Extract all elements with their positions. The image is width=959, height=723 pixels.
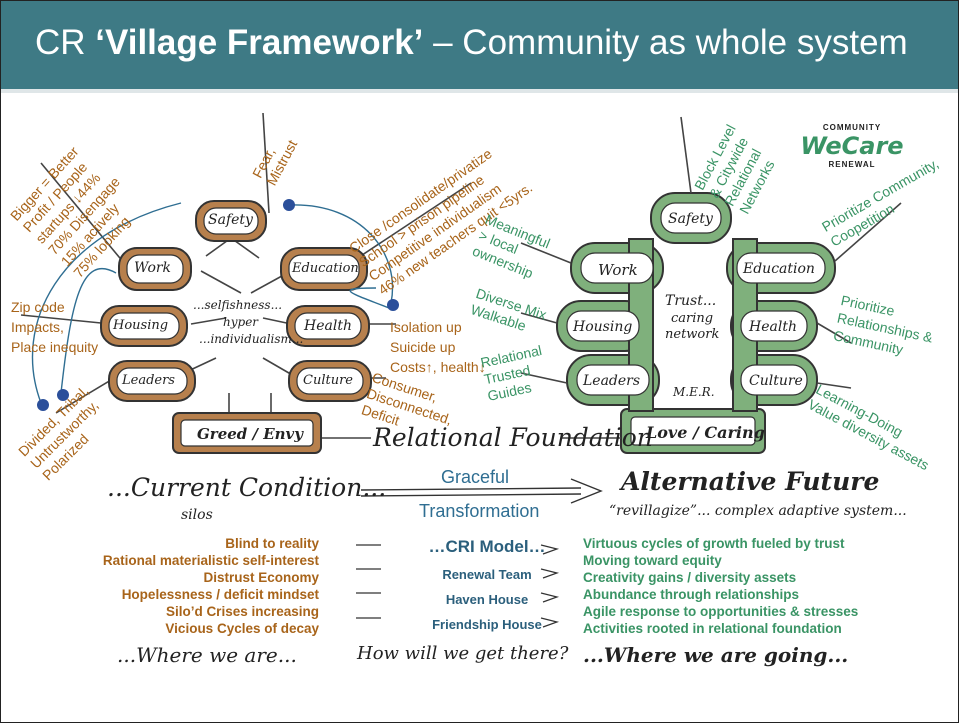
left-node-work: Work [134,260,172,276]
cri-item: Haven House [445,592,529,607]
title-bar: CR ‘Village Framework’ – Community as wh… [1,1,958,93]
left-node-health: Health [304,318,352,334]
blue-dots [37,199,399,411]
cri-heading: …CRI Model… [428,537,546,556]
silos-label: silos [181,507,213,523]
right-center-line1: Trust... [665,293,717,309]
list-item: Distrust Economy [203,570,319,585]
list-item: Creativity gains / diversity assets [583,570,797,585]
graceful-label: Graceful [441,467,510,487]
where-going: ...Where we are going... [583,643,849,667]
list-item: Hopelessness / deficit mindset [121,587,319,602]
transformation-arrow [360,478,603,504]
revillagize-label: “revillagize”... complex adaptive system… [609,503,907,519]
left-node-culture: Culture [303,373,353,388]
left-node-education: Education [292,261,359,276]
right-center-line2: caring [671,311,714,326]
left-node-safety: Safety [208,212,253,228]
list-item: Rational materialistic self-interest [102,553,319,568]
title-prefix: CR [35,23,96,62]
logo-top-text: COMMUNITY [822,123,882,132]
alternative-future: Alternative Future [621,467,880,496]
wecare-logo: COMMUNITY WeCare RENEWAL [777,123,927,169]
current-condition: ...Current Condition... [107,473,387,502]
left-box-inners [108,207,364,447]
how-get-there: How will we get there? [357,643,569,664]
list-item: Moving toward equity [583,553,722,568]
right-node-education: Education [743,261,815,277]
title-rest: – Community as whole system [423,23,908,62]
right-node-safety: Safety [668,211,713,227]
right-node-culture: Culture [749,373,803,389]
list-item: Agile response to opportunities & stress… [583,604,859,619]
village-diagram: Safety Work Education Housing Health Lea… [1,93,958,722]
right-box-inners [566,202,826,446]
title-bold: ‘Village Framework’ [95,23,424,62]
cri-model: …CRI Model… Renewal Team Haven House Fri… [387,537,587,632]
logo-bottom-text: RENEWAL [828,160,876,169]
right-node-housing: Housing [573,319,633,335]
left-center-line1: ...selfishness... [193,298,283,312]
list-item: Vicious Cycles of decay [165,621,319,636]
logo-main-text: WeCare [800,132,904,160]
list-item: Silo’d Crises increasing [165,604,319,619]
transformation-label: Transformation [419,501,540,521]
left-node-housing: Housing [113,318,169,333]
list-item: Abundance through relationships [583,587,800,602]
current-condition-list: Blind to reality Rational materialistic … [103,535,319,637]
cri-item: Renewal Team [442,567,532,582]
list-item: Virtuous cycles of growth fueled by trus… [583,536,845,551]
cri-arrows [356,544,560,628]
slide-title: CR ‘Village Framework’ – Community as wh… [35,23,908,63]
left-center-line3: ...individualism... [199,332,304,346]
left-node-leaders: Leaders [122,373,175,388]
left-node-foundation: Greed / Envy [197,425,303,443]
list-item: Blind to reality [225,536,319,551]
right-center-line4: M.E.R. [673,385,715,399]
right-node-leaders: Leaders [583,373,641,389]
where-we-are: ...Where we are... [117,643,297,667]
right-node-health: Health [749,319,797,335]
relational-foundation: Relational Foundation [373,423,653,452]
blue-arrows [31,202,394,404]
list-item: Activities rooted in relational foundati… [583,621,842,636]
cri-item: Friendship House [432,617,542,632]
right-node-work: Work [598,261,638,279]
diagram-graphics [20,112,902,628]
right-center-line3: network [665,327,720,342]
left-center-line2: hyper [223,315,259,329]
right-connectors [520,116,902,439]
right-node-foundation: Love / Caring [646,423,765,442]
alternative-future-list: Virtuous cycles of growth fueled by trus… [583,535,858,637]
